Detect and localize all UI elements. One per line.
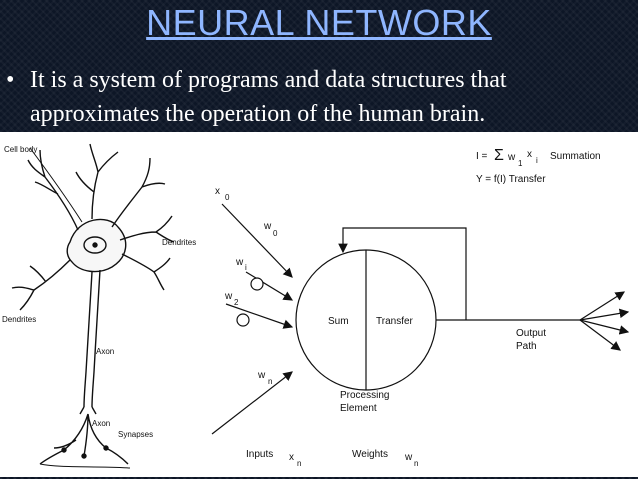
eq-w-sub: 1 <box>518 159 523 168</box>
label-cell-body: Cell body <box>4 145 37 154</box>
label-output-line1: Output <box>516 328 546 339</box>
bullet-marker: • <box>6 67 15 93</box>
label-weights: Weights <box>352 449 388 460</box>
label-sum: Sum <box>328 316 349 327</box>
label-axon-upper: Axon <box>96 347 114 356</box>
label-x0-sub: 0 <box>225 193 230 202</box>
axon-shape <box>83 271 93 408</box>
label-w1-sub: i <box>245 263 247 272</box>
input-arrow-n <box>211 371 293 435</box>
output-arrow-2 <box>579 308 630 321</box>
output-arrow-1 <box>579 291 626 321</box>
label-w2-sub: 2 <box>234 298 239 307</box>
label-weights-w: w <box>404 452 413 463</box>
label-inputs: Inputs <box>246 449 273 460</box>
eq-transfer: Y = f(I) Transfer <box>476 174 546 185</box>
figure-drawing: Cell body Dendrites Dendrites Axon Axon … <box>2 143 630 469</box>
weight-node-1 <box>250 277 264 291</box>
label-inputs-x: x <box>289 452 294 463</box>
nucleus-shape <box>83 236 107 254</box>
label-transfer: Transfer <box>376 316 414 327</box>
label-w0-sub: 0 <box>273 229 278 238</box>
bullet-text: It is a system of programs and data stru… <box>30 67 507 127</box>
label-output-line2: Path <box>516 341 537 352</box>
feedback-loop <box>338 227 467 320</box>
eq-summation-lhs: I = <box>476 151 488 162</box>
label-processing-line2: Element <box>340 403 377 414</box>
label-axon-lower: Axon <box>92 419 110 428</box>
label-synapses: Synapses <box>118 430 153 439</box>
neuron-drawing <box>11 143 175 469</box>
eq-summation-label: Summation <box>550 151 601 162</box>
eq-x-sub: i <box>536 156 538 165</box>
label-weights-w-sub: n <box>414 459 418 468</box>
eq-sigma: Σ <box>494 147 504 164</box>
input-arrow-0 <box>221 203 293 278</box>
label-w0: w <box>263 221 272 232</box>
label-wn: w <box>257 370 266 381</box>
input-arrow-1 <box>245 271 294 301</box>
neural-network-figure: Cell body Dendrites Dendrites Axon Axon … <box>0 132 638 477</box>
label-dendrites-left: Dendrites <box>2 315 36 324</box>
output-arrow-3 <box>579 319 630 335</box>
label-w2: w <box>224 291 233 302</box>
output-arrow-4 <box>579 319 621 351</box>
slide-title: NEURAL NETWORK <box>146 2 492 43</box>
bullet-point: • It is a system of programs and data st… <box>6 63 626 131</box>
label-x0: x <box>215 186 220 197</box>
label-wn-sub: n <box>268 377 272 386</box>
label-inputs-x-sub: n <box>297 459 301 468</box>
weight-node-2 <box>236 313 250 327</box>
label-w1: w <box>235 257 244 268</box>
input-arrow-2 <box>225 303 294 329</box>
label-dendrites-right: Dendrites <box>162 238 196 247</box>
label-processing-line1: Processing <box>340 390 389 401</box>
eq-w: w <box>507 152 516 163</box>
eq-x: x <box>527 149 532 160</box>
